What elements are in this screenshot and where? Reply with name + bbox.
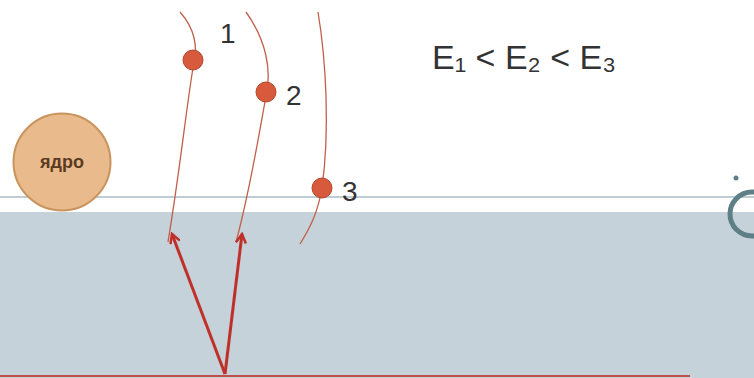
nucleus-circle: ядро [12, 112, 112, 212]
callout-number: 1 [220, 20, 236, 48]
callout-number: 2 [286, 82, 302, 110]
trajectory [300, 12, 326, 244]
surface-line [0, 196, 754, 198]
bottom-line [0, 375, 690, 377]
nucleus-outline [14, 114, 111, 211]
trajectory [236, 12, 268, 242]
arrow [172, 234, 225, 374]
trajectory [168, 12, 195, 242]
detector-symbol [730, 192, 754, 236]
material-region [0, 212, 754, 378]
node-label: ядро [40, 152, 84, 173]
electron [312, 178, 332, 198]
electron [183, 50, 203, 70]
detector-symbol [734, 176, 739, 181]
arrow [225, 234, 242, 374]
electron [256, 82, 276, 102]
callout-number: 3 [342, 178, 358, 206]
energy-relation: E₁ < E₂ < E₃ [432, 40, 616, 74]
